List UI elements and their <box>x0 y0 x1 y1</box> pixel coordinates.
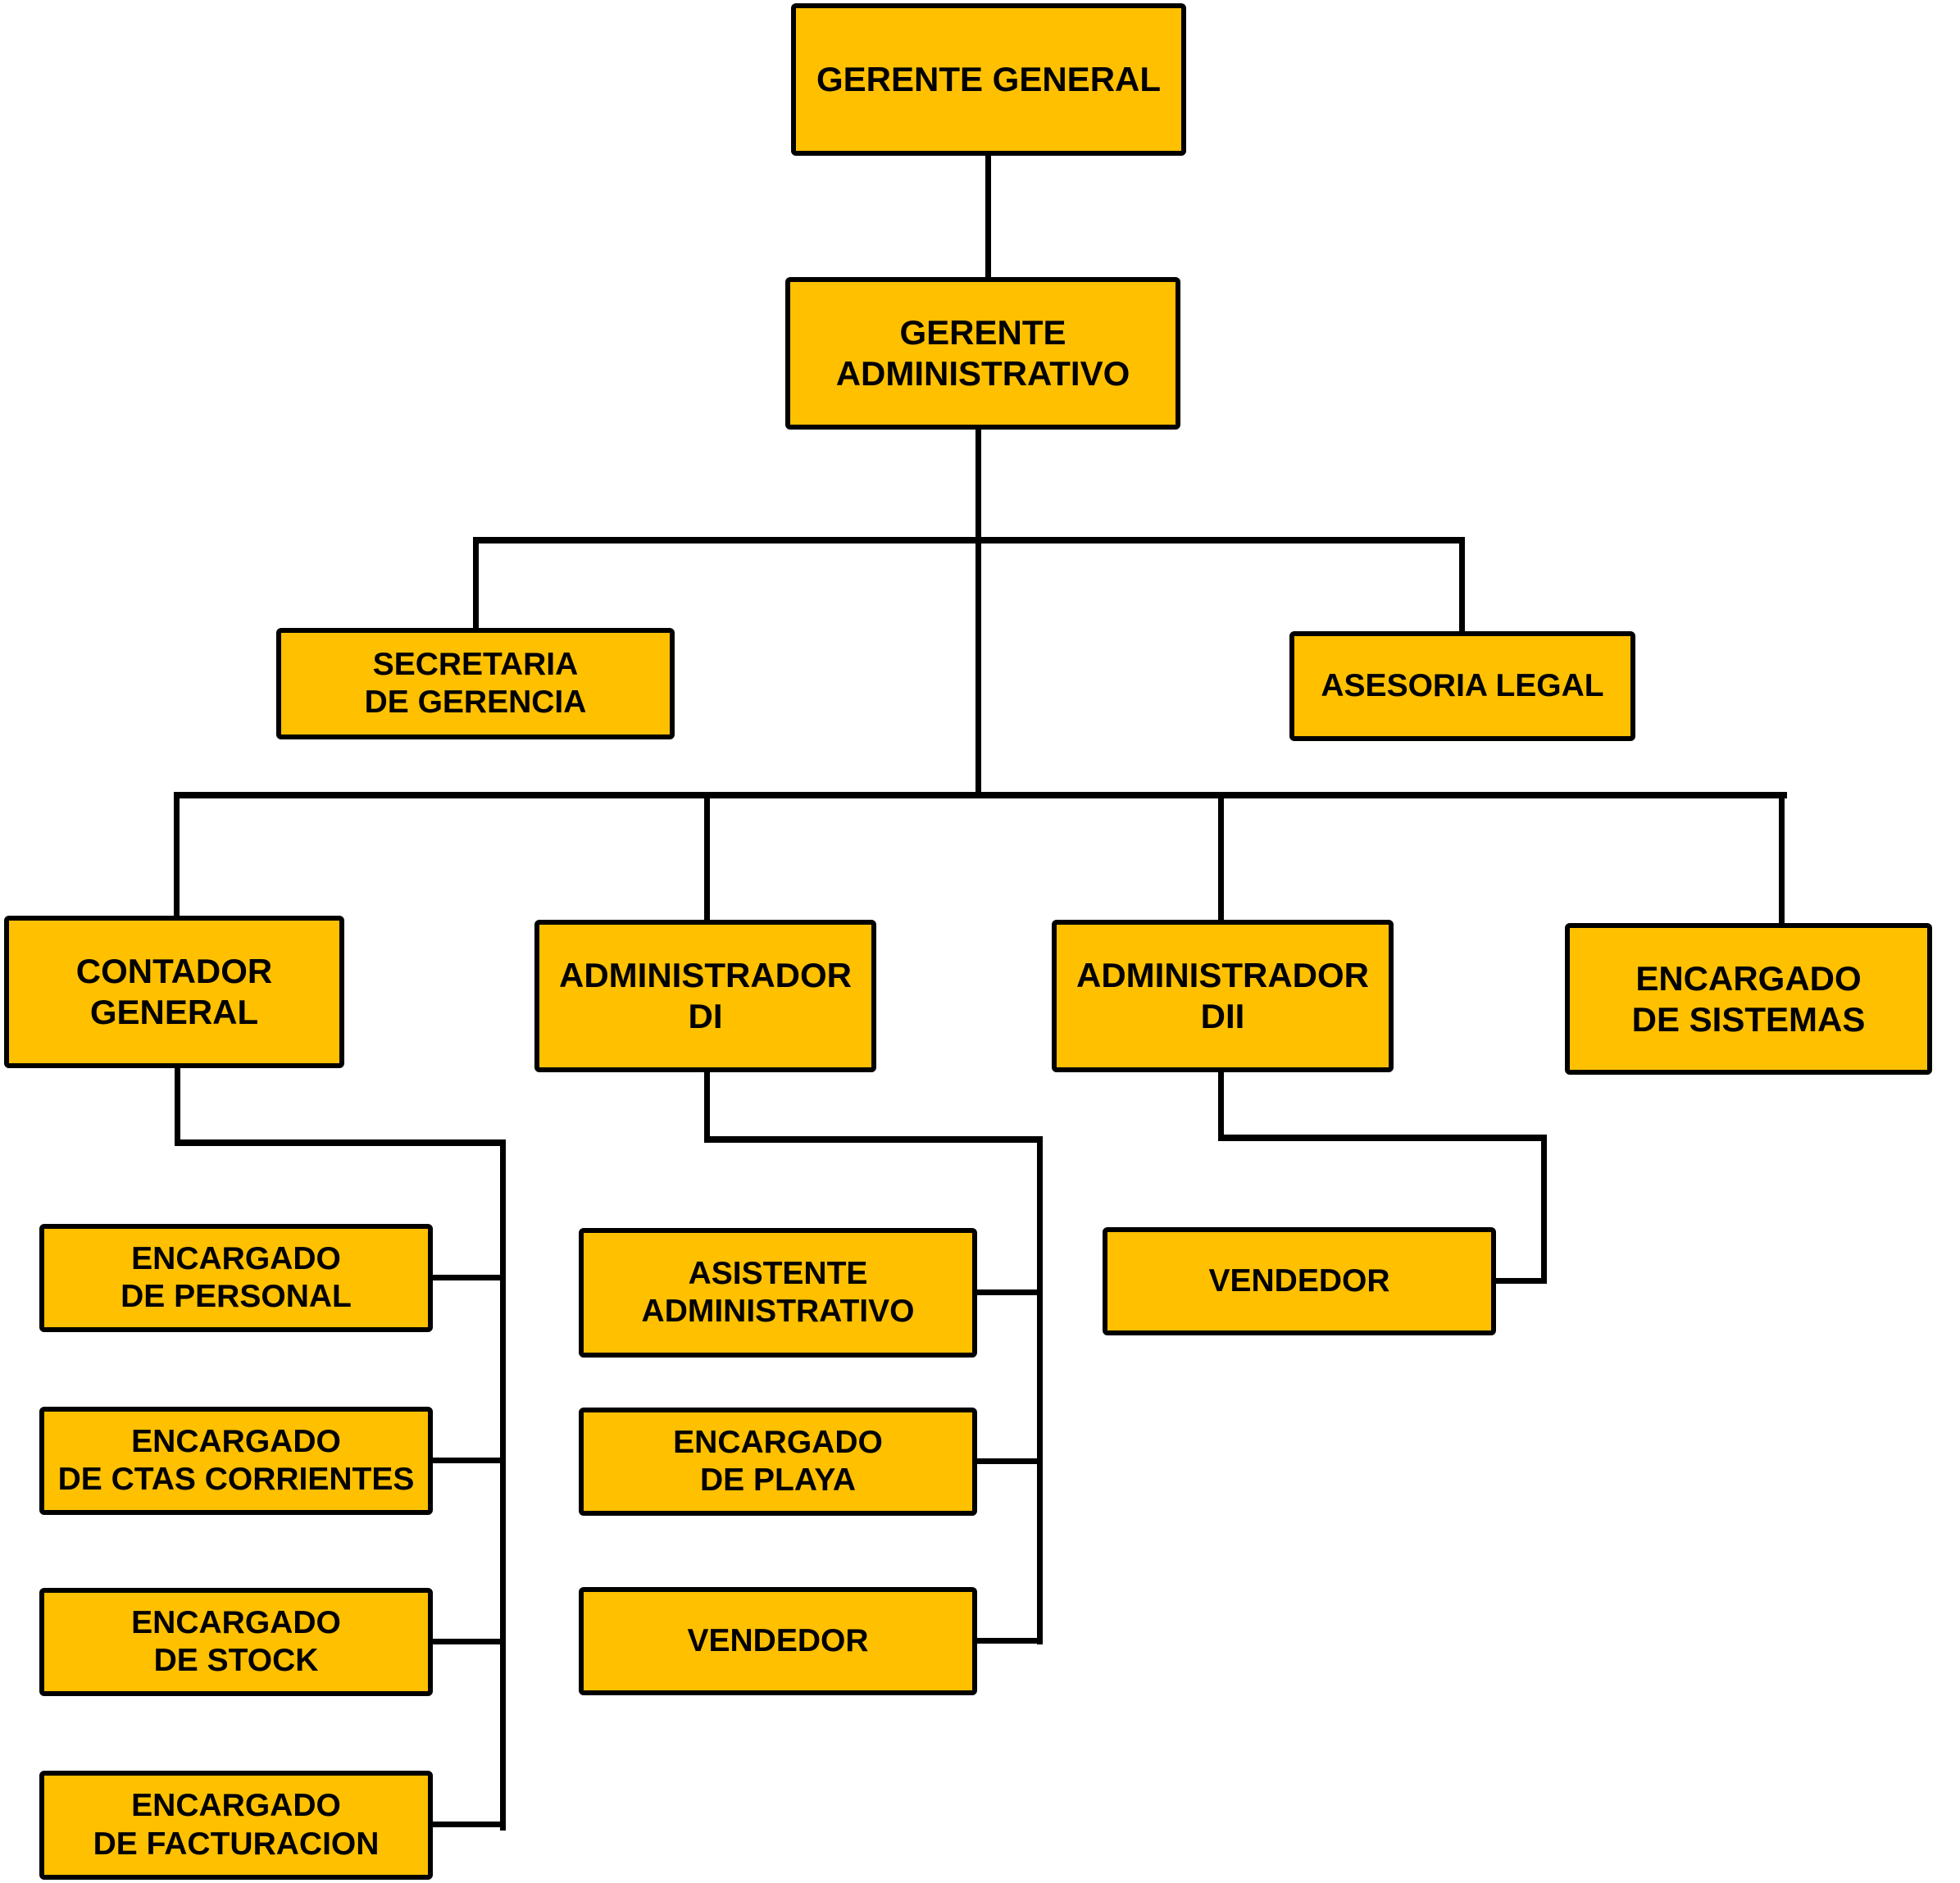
org-box-label: ENCARGADO <box>131 1423 341 1459</box>
org-box-label: ADMINISTRATIVO <box>835 354 1130 393</box>
connector-di-elbow-v <box>704 1072 710 1139</box>
org-box-encargado-de-playa: ENCARGADO DE PLAYA <box>579 1408 977 1516</box>
connector-dii-elbow-h <box>1218 1135 1547 1141</box>
connector-stub-personal <box>433 1275 500 1280</box>
org-box-administrador-di: ADMINISTRADOR DI <box>534 920 876 1072</box>
org-box-label: DE FACTURACION <box>93 1826 380 1862</box>
org-box-encargado-de-ctas-corrientes: ENCARGADO DE CTAS CORRIENTES <box>39 1407 433 1515</box>
org-box-label: ASISTENTE <box>688 1255 868 1291</box>
connector-stub-vendedor-di <box>977 1638 1037 1644</box>
connector-gg-to-ga <box>985 156 991 277</box>
org-box-label: GENERAL <box>89 993 259 1031</box>
org-box-label: ENCARGADO <box>1635 958 1862 998</box>
connector-drop-sistemas <box>1779 798 1785 923</box>
org-box-label: DE CTAS CORRIENTES <box>57 1462 415 1497</box>
org-box-vendedor-dii: VENDEDOR <box>1103 1227 1496 1335</box>
connector-branch1-horizontal <box>473 537 1465 544</box>
connector-stub-vendedor-dii <box>1496 1278 1547 1284</box>
org-box-gerente-general: GERENTE GENERAL <box>791 3 1186 156</box>
org-box-label: ADMINISTRATIVO <box>641 1294 915 1329</box>
org-box-label: GERENTE GENERAL <box>816 60 1162 99</box>
org-box-vendedor-di: VENDEDOR <box>579 1587 977 1695</box>
connector-drop-secretaria <box>473 537 479 628</box>
org-box-label: DE PLAYA <box>699 1462 857 1498</box>
org-box-label: VENDEDOR <box>1208 1262 1390 1299</box>
connector-stub-facturacion <box>433 1822 506 1827</box>
connector-ga-center-drop <box>975 430 981 798</box>
org-box-label: ADMINISTRADOR <box>559 956 852 995</box>
org-box-label: DE GERENCIA <box>364 685 587 720</box>
connector-drop-asesoria <box>1459 537 1465 631</box>
connector-drop-admin-dii <box>1218 798 1224 920</box>
org-box-label: DE STOCK <box>153 1643 319 1678</box>
org-box-encargado-de-stock: ENCARGADO DE STOCK <box>39 1588 433 1696</box>
org-box-gerente-administrativo: GERENTE ADMINISTRATIVO <box>785 277 1180 430</box>
org-box-label: CONTADOR <box>75 952 273 991</box>
connector-contador-elbow-v <box>175 1068 180 1140</box>
org-box-asesoria-legal: ASESORIA LEGAL <box>1289 631 1635 741</box>
connector-stub-stock <box>433 1639 500 1644</box>
org-box-label: ADMINISTRADOR <box>1076 956 1369 995</box>
org-box-label: DE PERSONAL <box>121 1279 352 1314</box>
connector-drop-admin-di <box>704 798 710 920</box>
org-box-label: ENCARGADO <box>131 1240 341 1276</box>
org-box-label: VENDEDOR <box>687 1622 869 1658</box>
org-box-label: ENCARGADO <box>673 1424 883 1460</box>
org-box-label: SECRETARIA <box>372 646 579 682</box>
connector-stub-ctas <box>433 1458 500 1463</box>
org-box-label: GERENTE <box>899 313 1066 352</box>
org-box-asistente-administrativo: ASISTENTE ADMINISTRATIVO <box>579 1228 977 1358</box>
connector-di-elbow-h <box>704 1136 1043 1143</box>
org-box-label: DII <box>1200 997 1245 1035</box>
org-box-administrador-dii: ADMINISTRADOR DII <box>1052 920 1394 1072</box>
org-box-label: DE SISTEMAS <box>1631 999 1866 1039</box>
org-box-encargado-de-facturacion: ENCARGADO DE FACTURACION <box>39 1771 433 1880</box>
connector-di-spine <box>1037 1136 1043 1644</box>
org-box-label: ENCARGADO <box>131 1604 341 1640</box>
connector-dii-spine <box>1541 1135 1547 1284</box>
org-box-encargado-de-personal: ENCARGADO DE PERSONAL <box>39 1224 433 1332</box>
connector-dii-elbow-v <box>1218 1072 1224 1138</box>
org-box-label: ASESORIA LEGAL <box>1321 667 1604 703</box>
connector-branch2-horizontal <box>174 792 1787 798</box>
connector-contador-spine <box>500 1139 506 1831</box>
org-box-label: ENCARGADO <box>131 1788 341 1824</box>
org-box-secretaria-de-gerencia: SECRETARIA DE GERENCIA <box>276 628 675 739</box>
connector-contador-elbow-h <box>175 1139 506 1146</box>
connector-stub-asistente <box>977 1289 1037 1295</box>
connector-stub-playa <box>977 1458 1037 1464</box>
connector-drop-contador <box>174 798 180 916</box>
org-box-contador-general: CONTADOR GENERAL <box>4 916 344 1068</box>
org-box-label: DI <box>688 997 723 1035</box>
org-box-encargado-de-sistemas: ENCARGADO DE SISTEMAS <box>1565 923 1932 1075</box>
